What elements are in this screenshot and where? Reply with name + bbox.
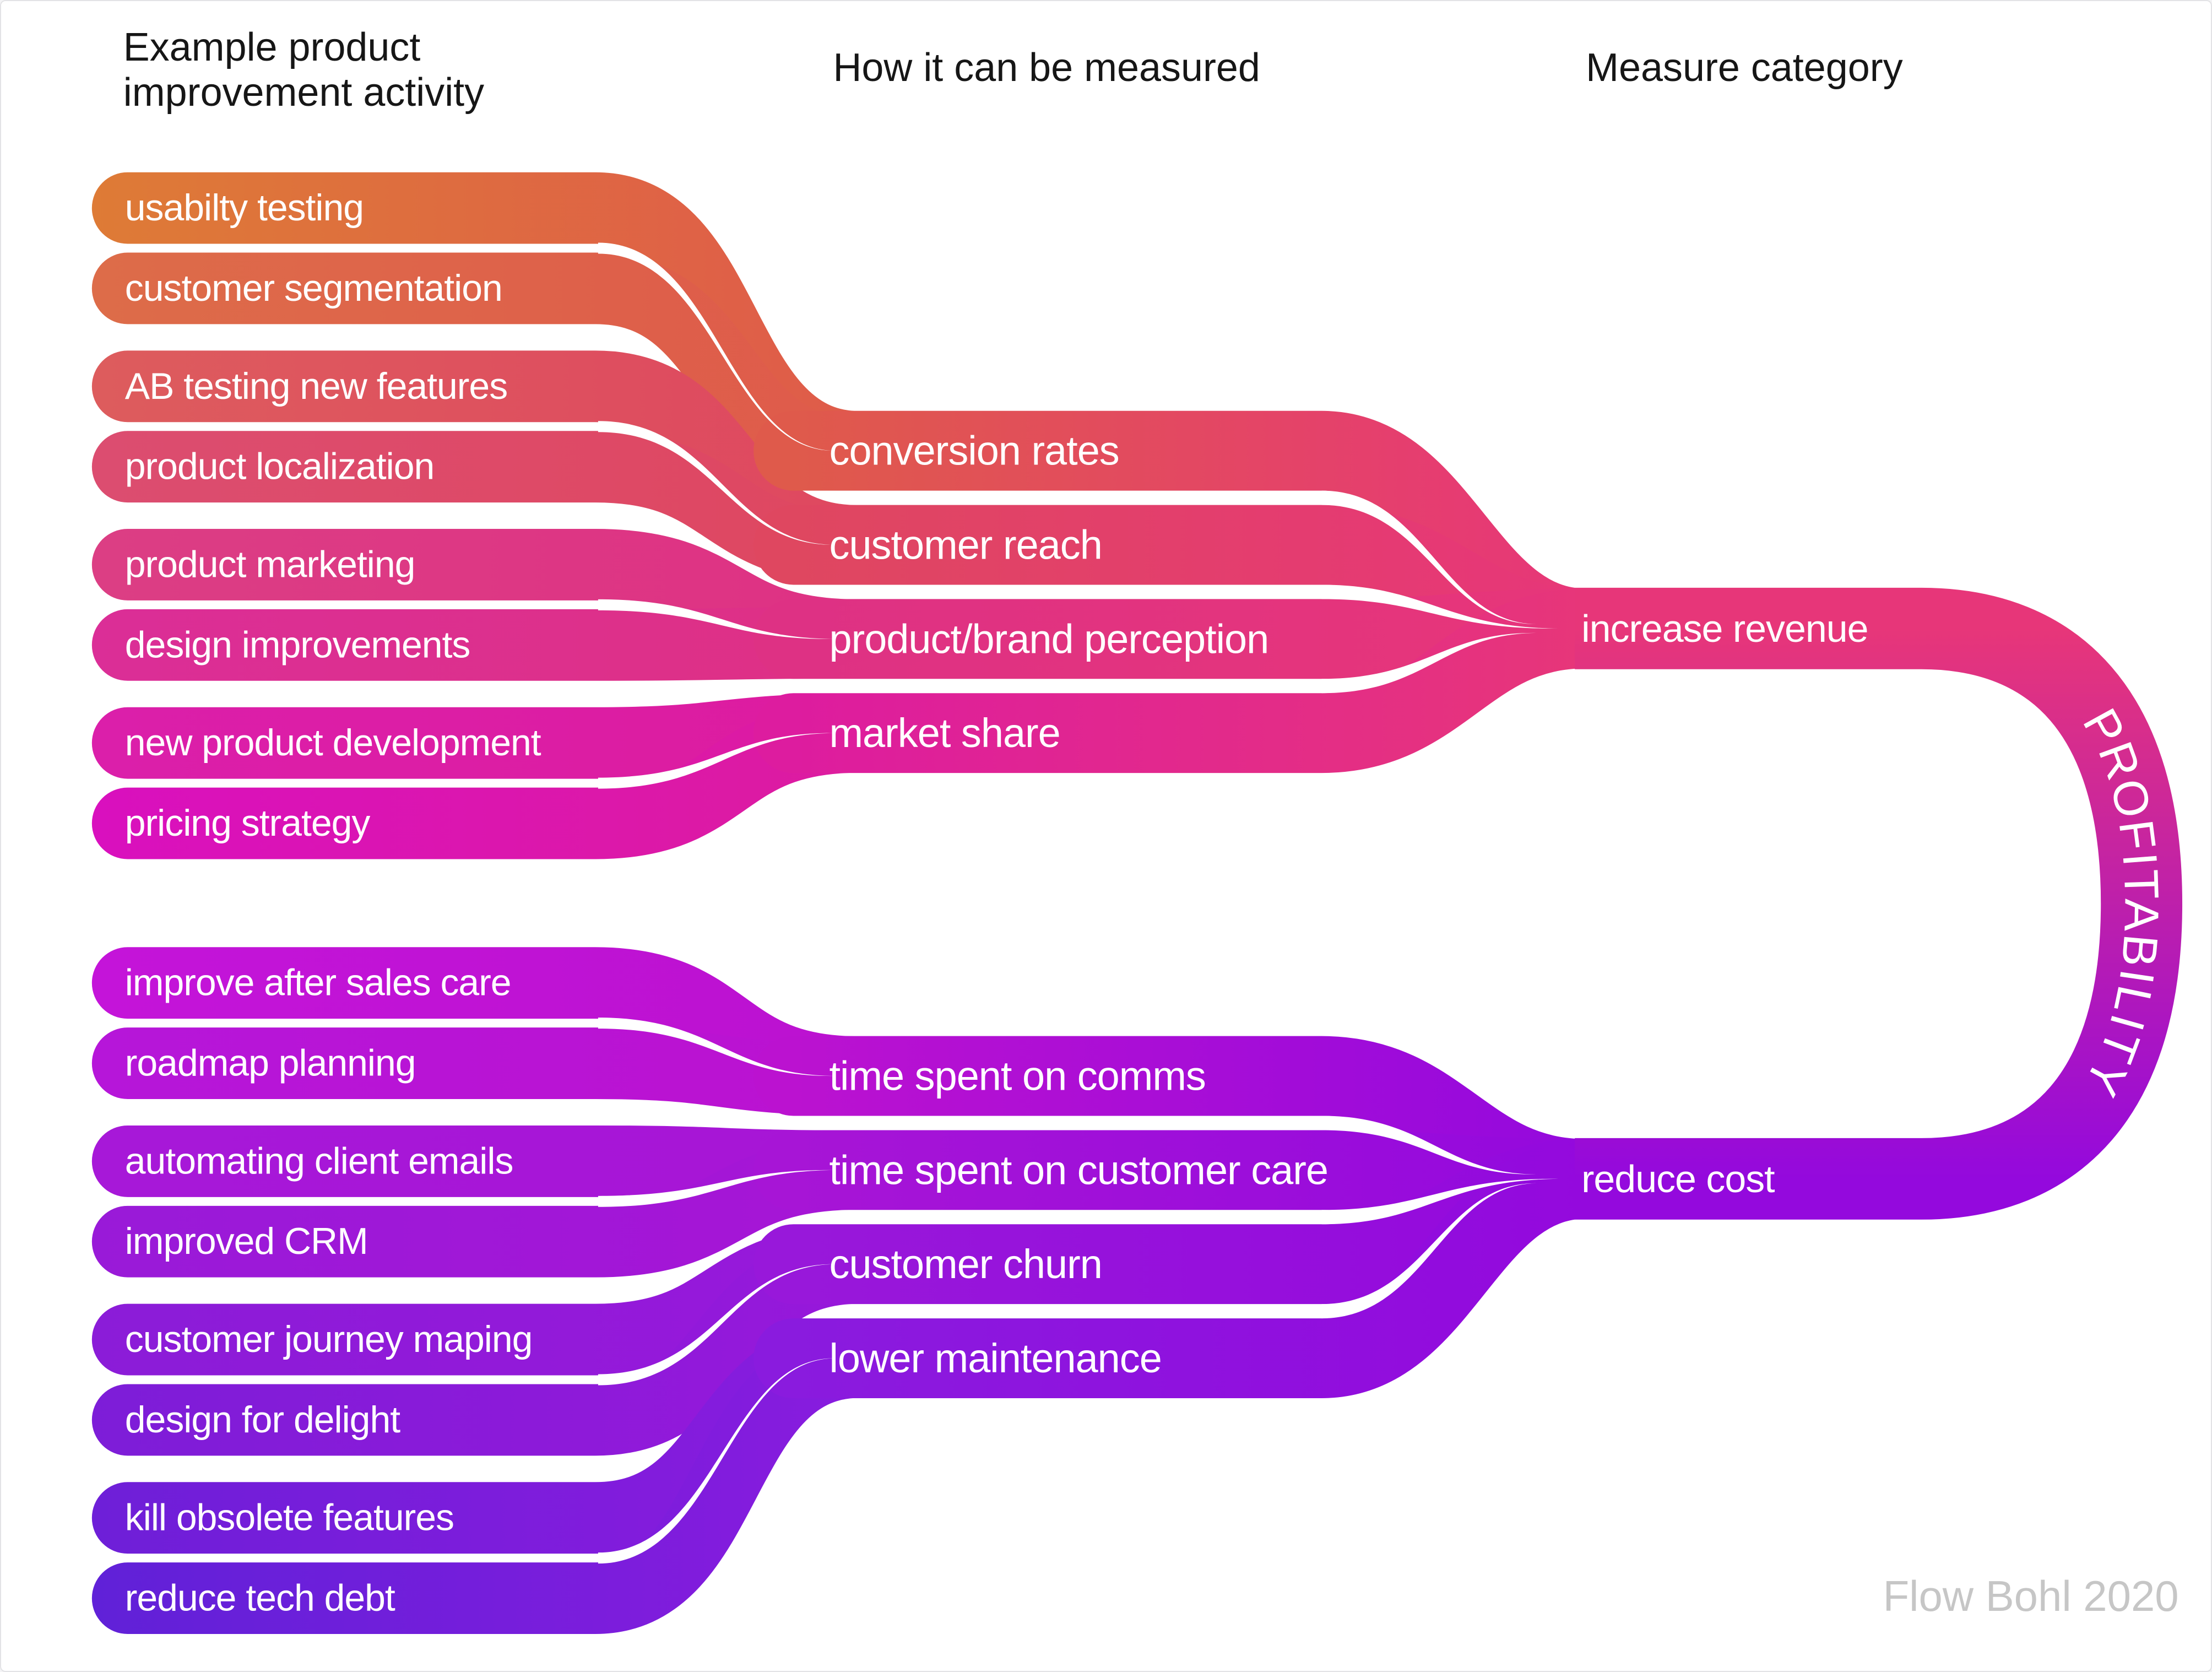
white-separator-wedge	[1321, 490, 1537, 624]
activity-label-pricing-strategy: pricing strategy	[125, 803, 371, 844]
white-separator-wedge	[598, 599, 835, 639]
activity-label-new-product-development: new product development	[125, 722, 541, 764]
activity-label-design-for-delight: design for delight	[125, 1399, 400, 1441]
measure-label-time-spent-on-comms: time spent on comms	[829, 1053, 1206, 1099]
white-separator-wedge	[598, 421, 835, 545]
activity-label-product-marketing: product marketing	[125, 544, 415, 585]
activity-label-product-localization: product localization	[125, 446, 434, 488]
white-separator-wedge	[1321, 1116, 1537, 1175]
watermark-credit: Flow Bohl 2020	[1883, 1572, 2179, 1620]
white-separator-wedge	[598, 1018, 835, 1076]
flow-band-lower-maintenance	[753, 1139, 1626, 1398]
white-separator-wedge	[598, 733, 835, 789]
category-label-reduce-cost: reduce cost	[1581, 1157, 1775, 1200]
activity-label-usabilty-testing: usabilty testing	[125, 187, 364, 229]
column-header-measured: How it can be measured	[833, 46, 1260, 90]
flow-band-market-share	[753, 588, 1626, 773]
measure-label-time-spent-on-customer-care: time spent on customer care	[829, 1147, 1328, 1193]
activity-label-automating-client-emails: automating client emails	[125, 1140, 513, 1182]
profitability-flow-band	[1575, 587, 2183, 1220]
measure-label-conversion-rates: conversion rates	[829, 428, 1119, 474]
activity-label-customer-segmentation: customer segmentation	[125, 268, 502, 309]
white-separator-wedge	[598, 1170, 835, 1207]
white-separator-wedge	[1321, 1183, 1537, 1319]
measure-label-market-share: market share	[829, 710, 1060, 756]
activity-label-design-improvements: design improvements	[125, 624, 470, 665]
column-header-category: Measure category	[1586, 46, 1903, 90]
measure-label-customer-churn: customer churn	[829, 1241, 1102, 1287]
column-header-activity-line1: Example product	[123, 25, 421, 69]
activity-label-roadmap-planning: roadmap planning	[125, 1043, 416, 1084]
activity-label-customer-journey-maping: customer journey maping	[125, 1319, 533, 1360]
measure-label-lower-maintenance: lower maintenance	[829, 1335, 1162, 1381]
activity-flow-bands	[91, 172, 896, 1635]
activity-label-kill-obsolete-features: kill obsolete features	[125, 1497, 454, 1539]
activity-label-improved-crm: improved CRM	[125, 1221, 368, 1262]
white-separators	[598, 242, 1559, 1564]
white-separator-wedge	[1321, 585, 1559, 629]
white-separator-wedge	[1321, 1178, 1559, 1225]
measure-label-customer-reach: customer reach	[829, 522, 1102, 568]
measure-flow-bands	[753, 410, 1626, 1398]
activity-label-reduce-tech-debt: reduce tech debt	[125, 1578, 395, 1619]
activity-label-ab-testing-new-features: AB testing new features	[125, 366, 507, 407]
activity-label-improve-after-sales-care: improve after sales care	[125, 962, 511, 1004]
measure-label-product-brand-perception: product/brand perception	[829, 616, 1269, 662]
column-header-activity-line2: improvement activity	[123, 71, 484, 115]
category-label-increase-revenue: increase revenue	[1581, 607, 1868, 650]
white-separator-wedge	[598, 1264, 835, 1386]
white-separator-wedge	[1321, 632, 1537, 694]
